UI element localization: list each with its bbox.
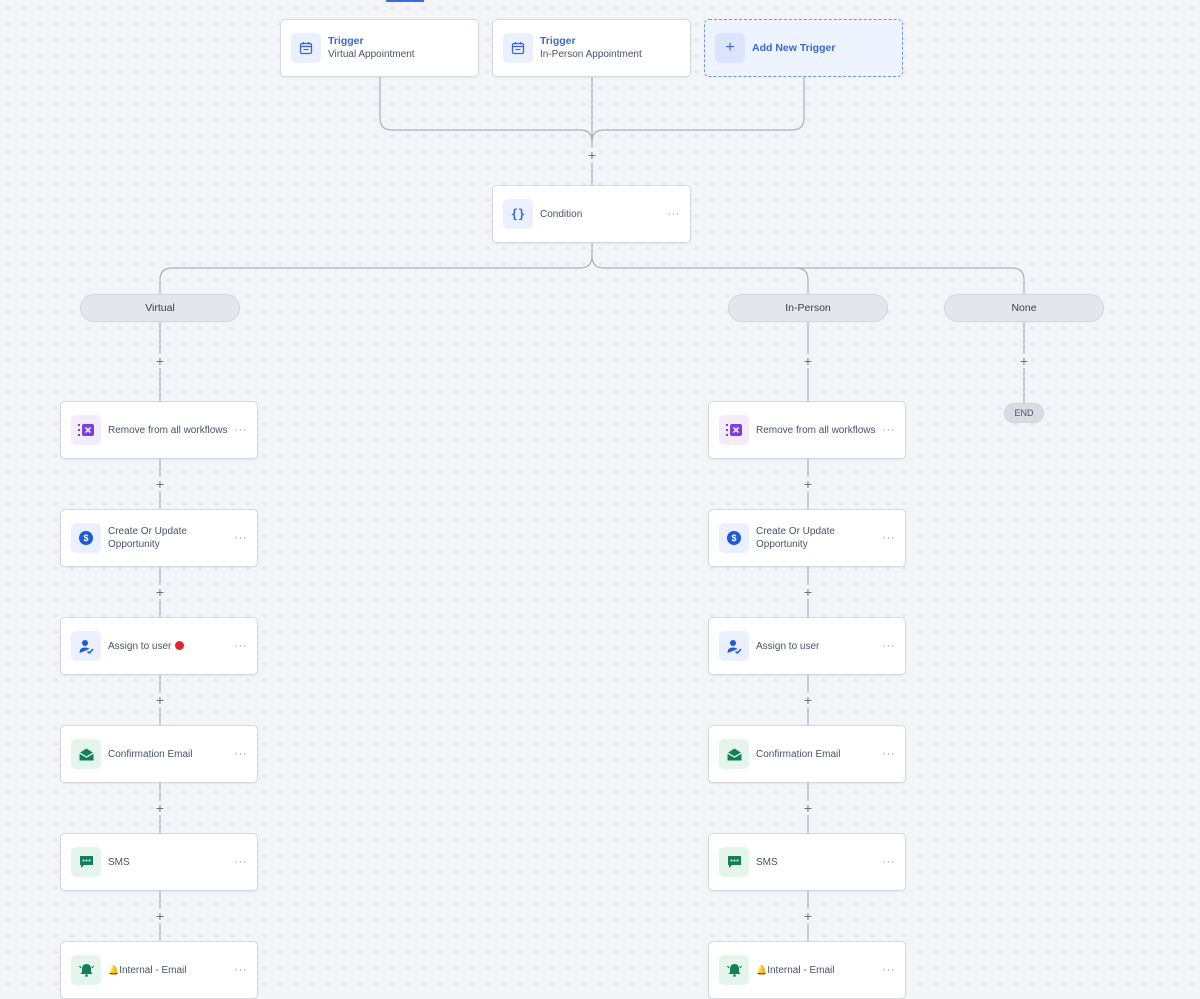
trigger-card-in-person[interactable]: Trigger In-Person Appointment (492, 19, 691, 77)
more-options-icon[interactable]: ··· (234, 640, 247, 652)
trigger-title: Trigger (328, 35, 364, 47)
action-create-opportunity[interactable]: $ Create Or Update Opportunity ··· (60, 509, 258, 567)
dollar-icon: $ (71, 523, 101, 553)
add-step-button[interactable]: + (801, 477, 815, 491)
trigger-subtitle: Virtual Appointment (328, 49, 415, 60)
more-options-icon[interactable]: ··· (882, 424, 895, 436)
condition-card[interactable]: {} Condition ··· (492, 185, 691, 243)
user-assign-icon (71, 631, 101, 661)
branch-virtual[interactable]: Virtual (80, 294, 240, 322)
user-assign-icon (719, 631, 749, 661)
action-remove-workflows[interactable]: Remove from all workflows ··· (708, 401, 906, 459)
action-label: Remove from all workflows (108, 424, 228, 436)
chat-icon (719, 847, 749, 877)
action-label: Internal - Email (119, 964, 187, 976)
action-label: Assign to user (108, 640, 172, 652)
bell-emoji-icon: 🔔 (108, 964, 120, 975)
bell-icon (719, 955, 749, 985)
more-options-icon[interactable]: ··· (234, 532, 247, 544)
plus-icon: + (715, 33, 745, 63)
connector-trigger-1 (379, 77, 593, 143)
calendar-icon (503, 33, 533, 63)
more-options-icon[interactable]: ··· (667, 208, 680, 220)
remove-list-icon (71, 415, 101, 445)
action-assign-user[interactable]: Assign to user ··· (60, 617, 258, 675)
action-confirmation-email[interactable]: Confirmation Email ··· (60, 725, 258, 783)
more-options-icon[interactable]: ··· (882, 532, 895, 544)
add-step-button[interactable]: + (801, 585, 815, 599)
add-step-button[interactable]: + (1017, 354, 1031, 368)
action-label: Assign to user (756, 640, 820, 652)
more-options-icon[interactable]: ··· (882, 748, 895, 760)
trigger-title: Trigger (540, 35, 576, 47)
action-label-line2: Opportunity (108, 539, 160, 550)
braces-icon: {} (503, 199, 533, 229)
add-step-button[interactable]: + (585, 148, 599, 162)
more-options-icon[interactable]: ··· (882, 964, 895, 976)
end-node: END (1004, 403, 1044, 423)
bell-icon (71, 955, 101, 985)
action-create-opportunity[interactable]: $ Create Or Update Opportunity ··· (708, 509, 906, 567)
branch-none[interactable]: None (944, 294, 1104, 322)
add-step-button[interactable]: + (153, 693, 167, 707)
active-tab-indicator (386, 0, 424, 2)
action-label: Create Or Update (756, 526, 835, 537)
add-step-button[interactable]: + (801, 909, 815, 923)
action-label: Confirmation Email (756, 748, 841, 760)
add-step-button[interactable]: + (153, 909, 167, 923)
bell-emoji-icon: 🔔 (756, 964, 768, 975)
action-label: Remove from all workflows (756, 424, 876, 436)
add-step-button[interactable]: + (153, 801, 167, 815)
action-confirmation-email[interactable]: Confirmation Email ··· (708, 725, 906, 783)
action-internal-email[interactable]: 🔔Internal - Email ··· (708, 941, 906, 999)
more-options-icon[interactable]: ··· (882, 640, 895, 652)
branch-in-person[interactable]: In-Person (728, 294, 888, 322)
add-new-trigger-button[interactable]: + Add New Trigger (704, 19, 903, 77)
dollar-icon: $ (719, 523, 749, 553)
add-step-button[interactable]: + (801, 354, 815, 368)
add-trigger-label: Add New Trigger (752, 42, 836, 54)
connector-add-trigger (591, 77, 805, 143)
remove-list-icon (719, 415, 749, 445)
add-step-button[interactable]: + (801, 693, 815, 707)
more-options-icon[interactable]: ··· (234, 964, 247, 976)
trigger-card-virtual[interactable]: Trigger Virtual Appointment (280, 19, 479, 77)
error-indicator (175, 640, 185, 650)
action-label: SMS (756, 856, 778, 868)
connector-virtual-branch (159, 242, 593, 294)
action-assign-user[interactable]: Assign to user ··· (708, 617, 906, 675)
action-remove-workflows[interactable]: Remove from all workflows ··· (60, 401, 258, 459)
envelope-icon (71, 739, 101, 769)
action-label: Create Or Update (108, 526, 187, 537)
trigger-subtitle: In-Person Appointment (540, 49, 642, 60)
action-label: SMS (108, 856, 130, 868)
add-step-button[interactable]: + (153, 585, 167, 599)
more-options-icon[interactable]: ··· (234, 424, 247, 436)
action-label: Confirmation Email (108, 748, 193, 760)
chat-icon (71, 847, 101, 877)
action-internal-email[interactable]: 🔔Internal - Email ··· (60, 941, 258, 999)
add-step-button[interactable]: + (801, 801, 815, 815)
more-options-icon[interactable]: ··· (234, 856, 247, 868)
condition-label: Condition (540, 208, 583, 220)
calendar-icon (291, 33, 321, 63)
action-label: Internal - Email (767, 964, 835, 976)
action-sms[interactable]: SMS ··· (60, 833, 258, 891)
connector-none-branch (796, 267, 1025, 294)
add-step-button[interactable]: + (153, 354, 167, 368)
action-sms[interactable]: SMS ··· (708, 833, 906, 891)
add-step-button[interactable]: + (153, 477, 167, 491)
action-label-line2: Opportunity (756, 539, 808, 550)
envelope-icon (719, 739, 749, 769)
more-options-icon[interactable]: ··· (234, 748, 247, 760)
more-options-icon[interactable]: ··· (882, 856, 895, 868)
connector-inperson-branch (591, 255, 809, 294)
